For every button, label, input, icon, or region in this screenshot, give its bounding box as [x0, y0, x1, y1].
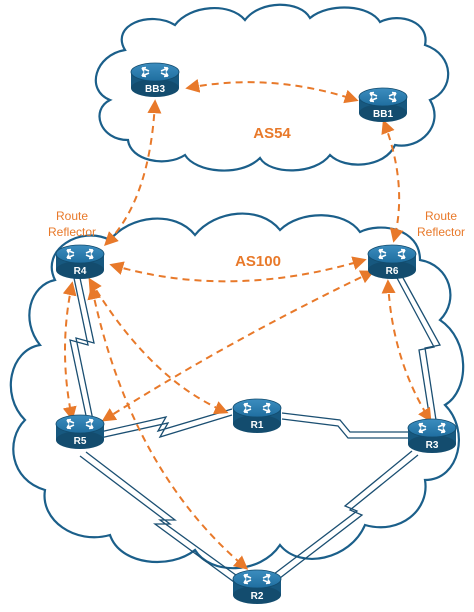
router-r3-label: R3 — [426, 440, 439, 451]
session-r6-r5 — [101, 270, 375, 422]
as54-label: AS54 — [253, 125, 291, 142]
router-r5-label: R5 — [74, 436, 87, 447]
right-route-reflector-line1: Route — [425, 209, 457, 223]
link-r4-r5 — [69, 277, 95, 426]
session-r4-r5 — [62, 281, 77, 421]
session-bb1-r6 — [381, 119, 404, 243]
router-bb3-label: BB3 — [145, 84, 165, 95]
left-route-reflector-line2: Reflector — [48, 225, 96, 239]
router-r4-label: R4 — [74, 266, 87, 277]
router-bb1[interactable]: BB1 — [358, 87, 408, 123]
session-r4-r2 — [87, 285, 249, 570]
session-r6-r3 — [381, 279, 432, 423]
session-bb3-r4 — [104, 99, 162, 246]
router-bb3[interactable]: BB3 — [130, 62, 180, 98]
router-r5[interactable]: R5 — [55, 414, 105, 450]
router-r4[interactable]: R4 — [55, 244, 105, 280]
link-r3-r2 — [273, 450, 419, 579]
router-r2-label: R2 — [251, 591, 264, 602]
router-r6[interactable]: R6 — [367, 244, 417, 280]
bgp-sessions — [62, 78, 432, 570]
router-r3[interactable]: R3 — [407, 418, 457, 454]
session-bb3-bb1 — [185, 78, 359, 104]
as100-label: AS100 — [235, 253, 281, 270]
router-r1-label: R1 — [251, 420, 264, 431]
router-r1[interactable]: R1 — [232, 398, 282, 434]
router-bb1-label: BB1 — [373, 109, 393, 120]
left-route-reflector-line1: Route — [56, 209, 88, 223]
right-route-reflector-line2: Reflector — [417, 225, 465, 239]
router-r6-label: R6 — [386, 266, 399, 277]
router-r2[interactable]: R2 — [232, 569, 282, 605]
